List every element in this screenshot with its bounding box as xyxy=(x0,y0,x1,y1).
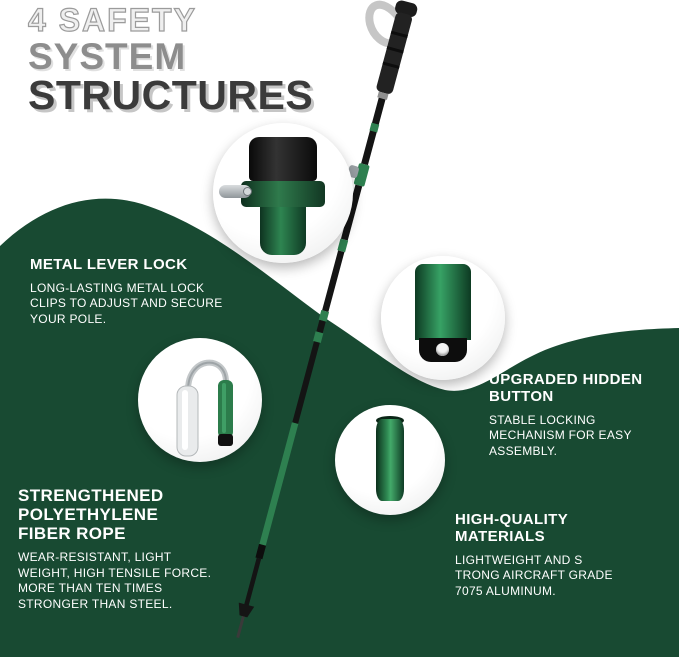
feature-description: WEAR-RESISTANT, LIGHT WEIGHT, HIGH TENSI… xyxy=(18,550,212,611)
pole-upper-shaft xyxy=(322,97,386,312)
feature-heading: METAL LEVER LOCK xyxy=(30,256,188,273)
white-push-button xyxy=(436,343,449,356)
feature-strengthened-fiber-rope: STRENGTHENED POLYETHYLENE FIBER ROPE WEA… xyxy=(18,486,230,612)
pole-handle xyxy=(376,0,418,100)
lever-lock-detail-photo xyxy=(213,123,353,263)
pole-lower-green-section xyxy=(259,422,299,546)
feature-metal-lever-lock: METAL LEVER LOCK LONG-LASTING METAL LOCK… xyxy=(30,256,235,328)
feature-upgraded-hidden-button: UPGRADED HIDDEN BUTTON STABLE LOCKING ME… xyxy=(489,371,659,459)
feature-high-quality-materials: HIGH-QUALITY MATERIALS LIGHTWEIGHT AND S… xyxy=(455,511,655,599)
aluminum-tube-detail-photo xyxy=(335,405,445,515)
feature-heading: STRENGTHENED POLYETHYLENE FIBER ROPE xyxy=(18,486,164,544)
feature-description: LIGHTWEIGHT AND S TRONG AIRCRAFT GRADE 7… xyxy=(455,552,613,598)
button-green-tube xyxy=(415,264,471,340)
feature-heading: HIGH-QUALITY MATERIALS xyxy=(455,511,568,545)
feature-description: STABLE LOCKING MECHANISM FOR EASY ASSEMB… xyxy=(489,412,632,458)
pole-middle-locks xyxy=(292,310,330,424)
title-block: 4 SAFETY SYSTEM STRUCTURES xyxy=(27,2,314,119)
hidden-button-detail-photo xyxy=(381,256,505,380)
title-line-3: STRUCTURES xyxy=(28,72,314,119)
title-line-1: 4 SAFETY xyxy=(27,2,197,38)
title-line-2: SYSTEM xyxy=(28,35,187,77)
pole-strap xyxy=(365,0,404,48)
lever-pin xyxy=(243,187,252,196)
fiber-rope-drawing xyxy=(176,359,233,457)
feature-heading: UPGRADED HIDDEN BUTTON xyxy=(489,371,643,405)
feature-description: LONG-LASTING METAL LOCK CLIPS TO ADJUST … xyxy=(30,280,223,326)
lock-green-clamp xyxy=(241,181,325,207)
pole-tip-section xyxy=(236,543,267,638)
lock-green-tube xyxy=(260,207,306,255)
lock-upper-black-tube xyxy=(249,137,317,181)
fiber-rope-detail-photo xyxy=(138,338,262,462)
green-alu-tube xyxy=(376,419,404,501)
